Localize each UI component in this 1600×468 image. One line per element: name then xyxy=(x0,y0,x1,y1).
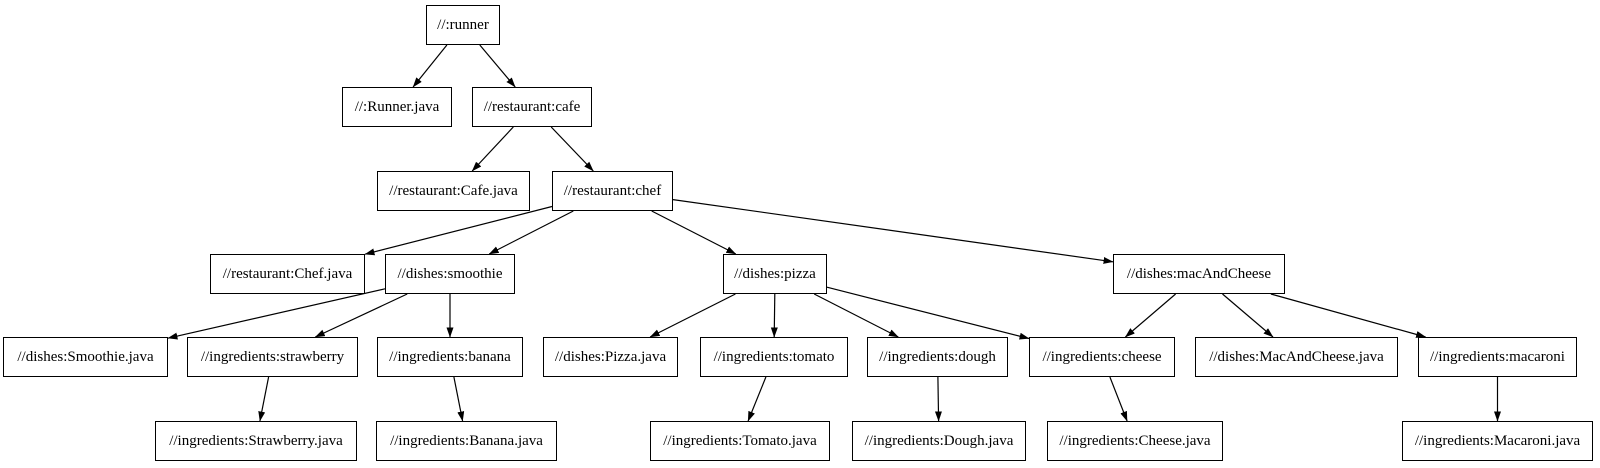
edge-pizza-to-cheese xyxy=(826,286,1030,340)
graph-node-cheese: //ingredients:cheese xyxy=(1029,337,1175,377)
graph-node-macandcheese: //dishes:macAndCheese xyxy=(1113,254,1285,294)
edge-chef-to-macandcheese xyxy=(672,199,1114,264)
edge-pizza-to-tomato xyxy=(770,293,778,338)
graph-node-cafe: //restaurant:cafe xyxy=(472,87,592,127)
graph-node-banana-java: //ingredients:Banana.java xyxy=(376,421,557,461)
edge-chef-to-chef-java xyxy=(364,205,553,256)
graph-node-dough: //ingredients:dough xyxy=(867,337,1008,377)
graph-node-chef: //restaurant:chef xyxy=(552,171,673,211)
graph-node-smoothie-java: //dishes:Smoothie.java xyxy=(3,337,168,377)
edge-pizza-to-pizza-java xyxy=(649,293,736,338)
edge-chef-to-pizza xyxy=(651,210,737,255)
edge-banana-to-banana-java xyxy=(453,376,465,422)
graph-node-cheese-java: //ingredients:Cheese.java xyxy=(1047,421,1223,461)
graph-node-dough-java: //ingredients:Dough.java xyxy=(852,421,1026,461)
edge-strawberry-to-strawberry-java xyxy=(258,376,270,422)
graph-node-macandcheese-java: //dishes:MacAndCheese.java xyxy=(1195,337,1398,377)
graph-node-runner-java: //:Runner.java xyxy=(342,87,452,127)
edge-chef-to-smoothie xyxy=(488,210,574,255)
graph-node-macaroni-java: //ingredients:Macaroni.java xyxy=(1402,421,1593,461)
graph-node-macaroni: //ingredients:macaroni xyxy=(1418,337,1577,377)
graph-node-cafe-java: //restaurant:Cafe.java xyxy=(377,171,530,211)
edge-macandcheese-to-macandcheese-java xyxy=(1222,293,1274,338)
graph-node-pizza: //dishes:pizza xyxy=(723,254,827,294)
graph-node-tomato: //ingredients:tomato xyxy=(700,337,848,377)
graph-node-smoothie: //dishes:smoothie xyxy=(385,254,515,294)
graph-node-pizza-java: //dishes:Pizza.java xyxy=(543,337,678,377)
edge-runner-to-cafe xyxy=(479,44,516,88)
edge-cheese-to-cheese-java xyxy=(1109,376,1128,422)
edge-macandcheese-to-macaroni xyxy=(1270,293,1427,338)
graph-node-chef-java: //restaurant:Chef.java xyxy=(210,254,365,294)
edge-runner-to-runner-java xyxy=(412,44,448,88)
edge-tomato-to-tomato-java xyxy=(747,376,767,422)
edge-cafe-to-cafe-java xyxy=(471,126,514,172)
edge-cafe-to-chef xyxy=(550,126,594,172)
edge-dough-to-dough-java xyxy=(934,376,942,422)
edge-pizza-to-dough xyxy=(813,293,899,338)
graph-node-strawberry: //ingredients:strawberry xyxy=(187,337,358,377)
edge-macandcheese-to-cheese xyxy=(1125,293,1176,338)
edge-smoothie-to-strawberry xyxy=(314,293,408,338)
graph-node-tomato-java: //ingredients:Tomato.java xyxy=(650,421,830,461)
graph-node-runner: //:runner xyxy=(426,5,500,45)
edge-smoothie-to-smoothie-java xyxy=(167,288,386,340)
graph-node-strawberry-java: //ingredients:Strawberry.java xyxy=(155,421,357,461)
graph-node-banana: //ingredients:banana xyxy=(377,337,523,377)
